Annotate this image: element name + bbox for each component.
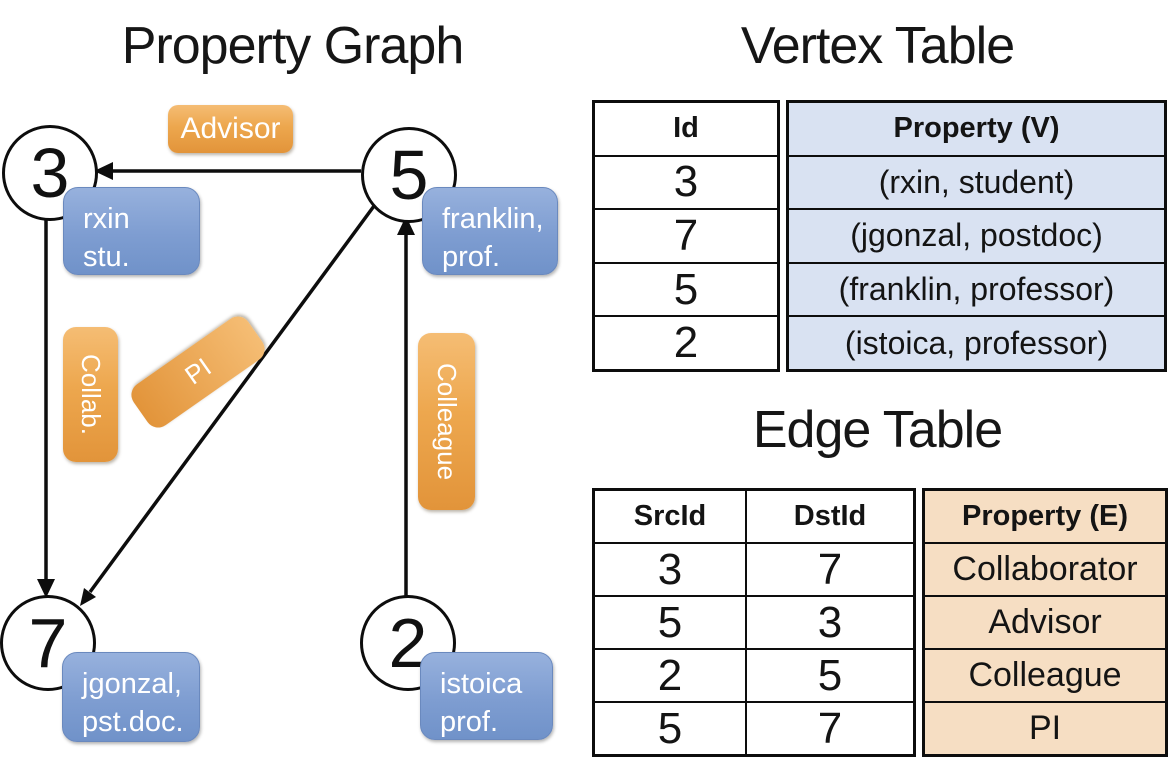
vertex-table-property-column: Property (V) (rxin, student) (jgonzal, p… [786, 100, 1167, 372]
vertex-box-franklin: franklin, prof. [422, 187, 558, 275]
table-row: 3 7 [595, 542, 913, 595]
arrowhead-5-7 [80, 588, 96, 606]
vertex-table: Id 3 7 5 2 Property (V) (rxin, student) … [592, 100, 1167, 372]
edge-label-advisor-text: Advisor [180, 112, 281, 145]
arrowhead-5-3 [94, 162, 113, 180]
table-row: 5 7 [595, 701, 913, 754]
table-row: 3 [595, 154, 777, 209]
vertex-box-rxin-line2: stu. [83, 241, 130, 274]
edge-label-colleague-text: Colleague [432, 362, 462, 481]
vertex-box-rxin-line1: rxin [83, 203, 130, 235]
node-7-id: 7 [28, 604, 68, 682]
arrowhead-2-5 [397, 216, 415, 235]
edge-label-advisor: Advisor [168, 105, 293, 153]
vertex-table-property-header: Property (V) [893, 112, 1060, 145]
edge-table: SrcId DstId 3 7 5 3 2 5 5 7 Property (E) [592, 488, 1168, 757]
table-row: (jgonzal, postdoc) [789, 208, 1164, 262]
edge-label-collab-text: Collab. [76, 354, 106, 435]
node-3-id: 3 [30, 134, 70, 212]
vertex-box-franklin-line1: franklin, [442, 203, 544, 235]
edge-table-dst-header: DstId [745, 491, 913, 542]
edge-table-property-header: Property (E) [962, 500, 1128, 532]
vertex-box-jgonzal: jgonzal, pst.doc. [62, 652, 200, 742]
arrowhead-3-7 [37, 579, 55, 598]
edge-5-7 [88, 204, 376, 594]
vertex-box-jgonzal-line2: pst.doc. [82, 706, 184, 739]
edge-table-title: Edge Table [752, 401, 1003, 459]
edge-table-property-column: Property (E) Collaborator Advisor Collea… [922, 488, 1168, 757]
graph-edges [37, 162, 415, 606]
table-row: (rxin, student) [789, 154, 1164, 209]
vertex-box-istoica-line2: prof. [440, 706, 499, 739]
edge-label-colleague: Colleague [418, 333, 475, 510]
table-row: 2 [595, 315, 777, 369]
table-row: 5 3 [595, 595, 913, 648]
edge-label-collab: Collab. [63, 327, 118, 462]
table-row: Colleague [925, 648, 1165, 701]
table-row: (franklin, professor) [789, 261, 1164, 316]
vertex-table-id-header: Id [673, 112, 699, 145]
edge-table-src-header: SrcId [633, 500, 707, 532]
table-row: PI [925, 701, 1165, 754]
property-graph-title: Property Graph [121, 17, 465, 75]
node-5-id: 5 [389, 136, 429, 214]
edge-table-id-columns: SrcId DstId 3 7 5 3 2 5 5 7 [592, 488, 916, 757]
vertex-box-jgonzal-line1: jgonzal, [82, 668, 182, 700]
vertex-table-title: Vertex Table [740, 17, 1015, 75]
vertex-box-rxin: rxin stu. [63, 187, 200, 275]
table-row: 2 5 [595, 648, 913, 701]
table-row: 5 [595, 261, 777, 316]
graph-node-2: 2 [360, 595, 456, 691]
vertex-box-istoica: istoica prof. [420, 652, 553, 740]
vertex-table-id-column: Id 3 7 5 2 [592, 100, 780, 372]
vertex-box-istoica-line1: istoica [440, 668, 523, 700]
vertex-box-franklin-line2: prof. [442, 241, 501, 274]
table-row: Advisor [925, 595, 1165, 648]
table-row: Collaborator [925, 542, 1165, 595]
table-row: (istoica, professor) [789, 315, 1164, 369]
table-row: 7 [595, 208, 777, 262]
edge-label-pi-text: PI [179, 352, 217, 391]
